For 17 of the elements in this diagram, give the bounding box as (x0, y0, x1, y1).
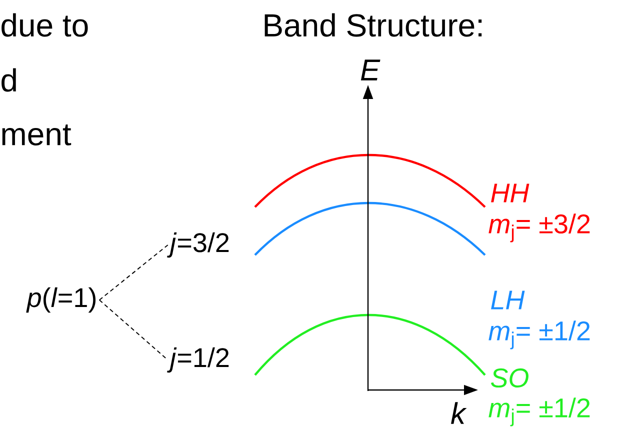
band-label: m$_{j}$= ±1/2 (488, 398, 590, 426)
state-label: j=3/2 (167, 232, 229, 258)
state-label: p(l=1) (26, 287, 96, 313)
band-label: SO (490, 368, 528, 388)
heading-text: due to (2, 13, 88, 37)
band-label: HH (491, 184, 530, 202)
band-label: m$_{j}$= ±1/2 (488, 320, 590, 350)
band-label: LH (491, 290, 525, 310)
dashed-line (98, 300, 168, 360)
axis-label: k (451, 402, 467, 424)
state-label: j=1/2 (167, 347, 229, 373)
dashed-line (98, 244, 168, 300)
heading-text: d (2, 68, 16, 92)
heading-text: ment (2, 124, 72, 146)
band-label: m$_{j}$= ±3/2 (488, 214, 590, 242)
axis-label: E (360, 60, 380, 80)
heading-text: Band Structure: (264, 13, 482, 37)
